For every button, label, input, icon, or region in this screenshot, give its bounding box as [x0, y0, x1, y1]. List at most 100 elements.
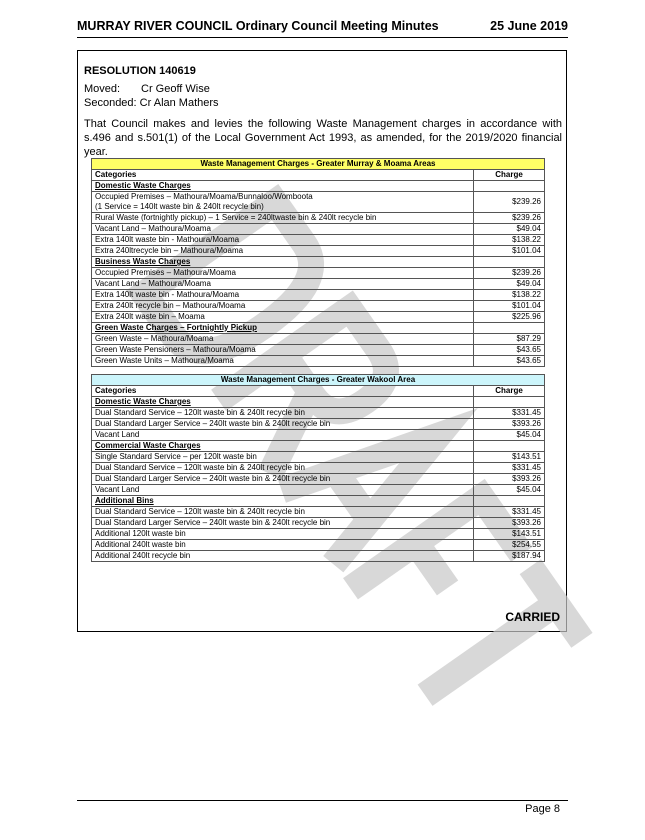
category-text: Green Waste Charges – Fortnightly Pickup — [95, 323, 257, 332]
column-header-charge: Charge — [473, 169, 545, 181]
footer-rule — [77, 800, 568, 801]
category-cell: Additional 240lt recycle bin — [91, 550, 474, 562]
category-text: Extra 140lt waste bin - Mathoura/Moama — [95, 235, 240, 244]
charge-cell: $254.55 — [473, 539, 545, 551]
category-cell: Green Waste – Mathoura/Moama — [91, 333, 474, 345]
charge-cell — [473, 180, 545, 192]
category-cell: Vacant Land — [91, 484, 474, 496]
category-text: Dual Standard Service – 120lt waste bin … — [95, 463, 305, 472]
table-row: Green Waste – Mathoura/Moama$87.29 — [91, 333, 545, 345]
moved-by: Cr Geoff Wise — [141, 83, 210, 95]
column-header-categories: Categories — [91, 169, 474, 181]
category-text: Additional Bins — [95, 496, 154, 505]
category-cell: Extra 140lt waste bin - Mathoura/Moama — [91, 234, 474, 246]
charge-cell: $49.04 — [473, 278, 545, 290]
charge-cell: $331.45 — [473, 462, 545, 474]
table-title-row: Waste Management Charges - Greater Murra… — [91, 158, 545, 170]
section-row: Green Waste Charges – Fortnightly Pickup — [91, 322, 545, 334]
table-row: Extra 240lt recycle bin – Mathoura/Moama… — [91, 300, 545, 312]
category-cell: Extra 240lt waste bin – Moama — [91, 311, 474, 323]
section-label: Domestic Waste Charges — [91, 396, 474, 408]
table-row: Green Waste Pensioners – Mathoura/Moama $… — [91, 344, 545, 356]
table-row: Rural Waste (fortnightly pickup) – 1 Ser… — [91, 212, 545, 224]
page-number: Page 8 — [525, 803, 560, 815]
category-text: Extra 240lt recycle bin – Mathoura/Moama — [95, 301, 246, 310]
category-text: Green Waste Pensioners – Mathoura/Moama — [95, 345, 256, 354]
section-row: Additional Bins — [91, 495, 545, 507]
category-cell: Green Waste Units – Mathoura/Moama — [91, 355, 474, 367]
charge-cell: $49.04 — [473, 223, 545, 235]
charge-cell: $143.51 — [473, 451, 545, 463]
table-row: Additional 240lt recycle bin$187.94 — [91, 550, 545, 562]
charge-cell: $239.26 — [473, 212, 545, 224]
charge-cell — [473, 256, 545, 268]
table-row: Dual Standard Service – 120lt waste bin … — [91, 462, 545, 474]
table-row: Extra 140lt waste bin - Mathoura/Moama$1… — [91, 289, 545, 301]
category-text: Business Waste Charges — [95, 257, 191, 266]
charge-cell: $393.26 — [473, 473, 545, 485]
category-subtext: (1 Service = 140lt waste bin & 240lt rec… — [95, 202, 264, 211]
category-cell: Extra 240ltrecycle bin – Mathoura/Moama — [91, 245, 474, 257]
category-text: Vacant Land – Mathoura/Moama — [95, 224, 211, 233]
charge-cell: $43.65 — [473, 344, 545, 356]
section-label: Business Waste Charges — [91, 256, 474, 268]
table-row: Vacant Land $45.04 — [91, 429, 545, 441]
table-row: Single Standard Service – per 120lt wast… — [91, 451, 545, 463]
charge-cell: $101.04 — [473, 245, 545, 257]
charge-cell: $138.22 — [473, 289, 545, 301]
category-text: Additional 120lt waste bin — [95, 529, 186, 538]
charge-cell: $393.26 — [473, 418, 545, 430]
section-label: Green Waste Charges – Fortnightly Pickup — [91, 322, 474, 334]
resolution-box — [77, 50, 567, 632]
category-text: Vacant Land — [95, 485, 140, 494]
resolution-text: That Council makes and levies the follow… — [84, 118, 562, 158]
table-row: Occupied Premises – Mathoura/Moama/Bunna… — [91, 191, 545, 213]
category-cell: Single Standard Service – per 120lt wast… — [91, 451, 474, 463]
table-row: Occupied Premises – Mathoura/Moama$239.2… — [91, 267, 545, 279]
charge-cell — [473, 396, 545, 408]
section-row: Business Waste Charges — [91, 256, 545, 268]
category-text: Additional 240lt waste bin — [95, 540, 186, 549]
category-cell: Dual Standard Larger Service – 240lt was… — [91, 473, 474, 485]
category-cell: Dual Standard Service – 120lt waste bin … — [91, 462, 474, 474]
charge-cell: $239.26 — [473, 191, 545, 213]
charge-cell: $45.04 — [473, 429, 545, 441]
category-text: Commercial Waste Charges — [95, 441, 201, 450]
category-cell: Green Waste Pensioners – Mathoura/Moama — [91, 344, 474, 356]
category-text: Occupied Premises – Mathoura/Moama — [95, 268, 236, 277]
charge-cell: $138.22 — [473, 234, 545, 246]
charges-table-murray-moama: Waste Management Charges - Greater Murra… — [91, 158, 545, 367]
category-text: Dual Standard Service – 120lt waste bin … — [95, 408, 305, 417]
charge-cell: $393.26 — [473, 517, 545, 529]
charge-cell — [473, 322, 545, 334]
category-text: Dual Standard Larger Service – 240lt was… — [95, 518, 331, 527]
category-cell: Extra 140lt waste bin - Mathoura/Moama — [91, 289, 474, 301]
table-row: Additional 240lt waste bin $254.55 — [91, 539, 545, 551]
category-cell: Occupied Premises – Mathoura/Moama/Bunna… — [91, 191, 474, 213]
section-row: Domestic Waste Charges — [91, 396, 545, 408]
charge-cell: $45.04 — [473, 484, 545, 496]
table-row: Vacant Land – Mathoura/Moama$49.04 — [91, 278, 545, 290]
header-title: MURRAY RIVER COUNCIL Ordinary Council Me… — [77, 19, 439, 33]
category-text: Domestic Waste Charges — [95, 181, 191, 190]
page-header: MURRAY RIVER COUNCIL Ordinary Council Me… — [77, 19, 568, 33]
header-date: 25 June 2019 — [490, 19, 568, 33]
table-row: Additional 120lt waste bin$143.51 — [91, 528, 545, 540]
category-text: Vacant Land — [95, 430, 140, 439]
seconded-label: Seconded: — [84, 97, 137, 109]
table-row: Vacant Land – Mathoura/Moama $49.04 — [91, 223, 545, 235]
charge-cell: $331.45 — [473, 407, 545, 419]
category-cell: Dual Standard Larger Service – 240lt was… — [91, 517, 474, 529]
column-header-categories: Categories — [91, 385, 474, 397]
category-text: Single Standard Service – per 120lt wast… — [95, 452, 257, 461]
table-row: Dual Standard Larger Service – 240lt was… — [91, 517, 545, 529]
table-row: Dual Standard Larger Service – 240lt was… — [91, 418, 545, 430]
category-cell: Dual Standard Service – 120lt waste bin … — [91, 407, 474, 419]
category-cell: Dual Standard Service – 120lt waste bin … — [91, 506, 474, 518]
category-cell: Occupied Premises – Mathoura/Moama — [91, 267, 474, 279]
category-text: Extra 240ltrecycle bin – Mathoura/Moama — [95, 246, 244, 255]
category-cell: Extra 240lt recycle bin – Mathoura/Moama — [91, 300, 474, 312]
category-text: Dual Standard Larger Service – 240lt was… — [95, 474, 331, 483]
charge-cell: $101.04 — [473, 300, 545, 312]
